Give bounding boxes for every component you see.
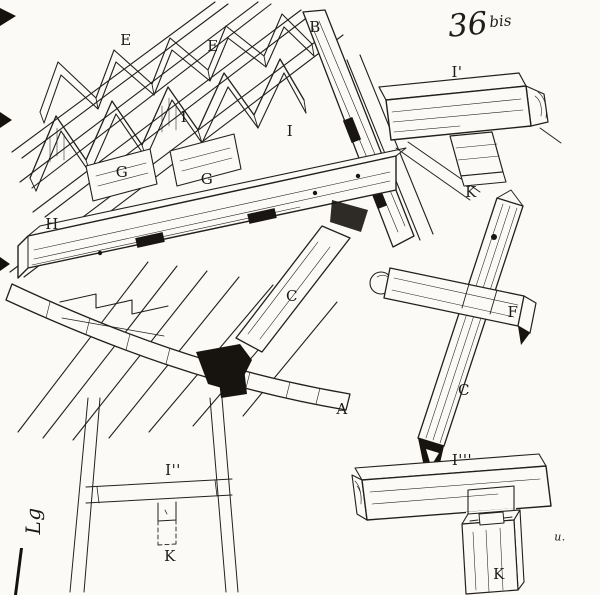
detail-tenon-top-right xyxy=(378,72,562,201)
cleats-g xyxy=(85,133,242,202)
bracket-and-shadows xyxy=(59,200,368,398)
purlin-beam xyxy=(17,147,407,279)
detail-notched-beam xyxy=(351,453,552,595)
print-edge-marks xyxy=(0,8,23,595)
inset-mortise-diagram xyxy=(69,397,239,593)
strut-c xyxy=(235,225,351,353)
detail-cross-joint xyxy=(369,189,537,476)
